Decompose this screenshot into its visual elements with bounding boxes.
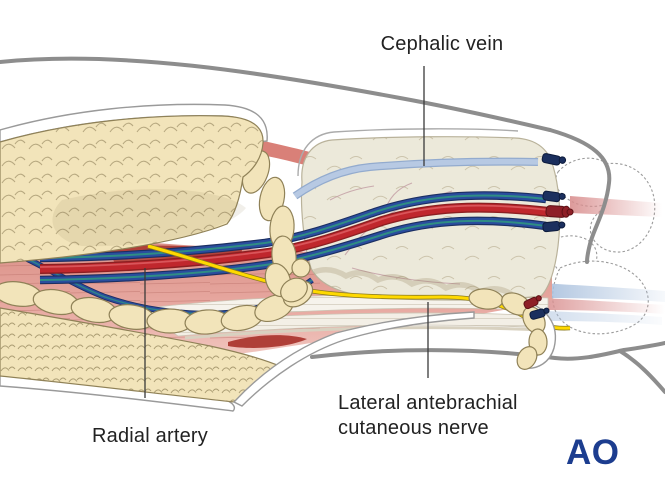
incised-skin-edge (232, 311, 475, 407)
neurovascular-bundle (39, 191, 550, 285)
fat-bridge (241, 150, 311, 303)
cephalic-vein (292, 157, 539, 200)
fat-chain-lower (0, 280, 314, 335)
faded-vessels (540, 196, 665, 325)
leader-lines (144, 66, 429, 398)
radial-artery-vessel (39, 202, 550, 274)
label-lateral-antebrachial-cutaneous-nerve: Lateral antebrachial cutaneous nerve (338, 392, 518, 439)
label-radial-artery: Radial artery (92, 425, 208, 447)
vena-comitans-lower (39, 216, 547, 285)
vena-comitans-upper (39, 191, 547, 263)
cephalic-clamp (541, 153, 567, 166)
radial-artery-clamp (545, 205, 574, 218)
ao-logo: AO (566, 433, 620, 472)
vessel-clamps (523, 153, 574, 320)
label-cephalic-vein: Cephalic vein (380, 33, 504, 55)
upper-skin-flap (0, 103, 268, 264)
lower-skin-flap (0, 307, 475, 412)
arm-silhouette (0, 56, 665, 394)
fat-rim-right (468, 288, 556, 370)
